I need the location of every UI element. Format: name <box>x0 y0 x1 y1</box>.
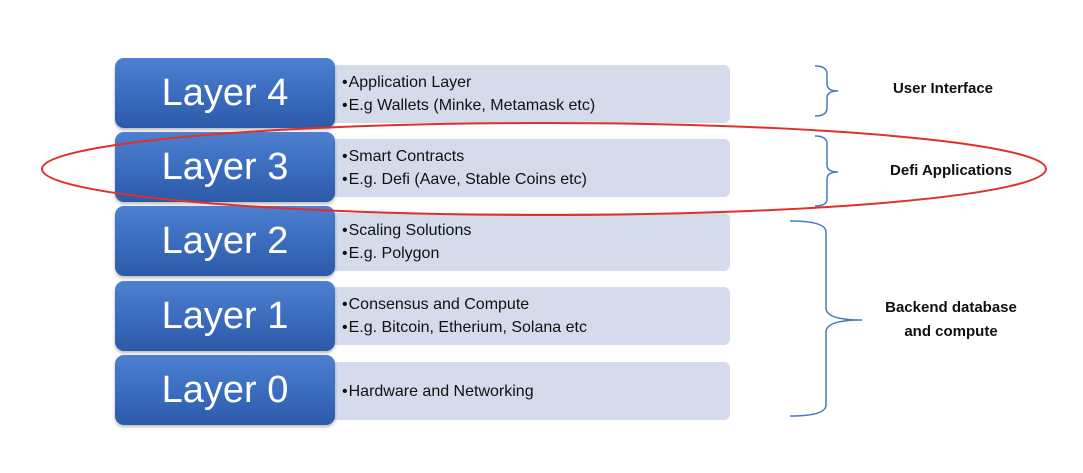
layer-3-box: Layer 3 <box>115 132 335 202</box>
layer-1-box: Layer 1 <box>115 281 335 351</box>
brace-user-interface <box>814 65 839 117</box>
bullet-mark: • <box>342 148 348 165</box>
bullet-item: •E.g. Defi (Aave, Stable Coins etc) <box>342 168 730 191</box>
bullet-mark: • <box>342 382 348 400</box>
bullet-text: Application Layer <box>348 74 472 91</box>
group-label-defi-applications: Defi Applications <box>890 162 1012 179</box>
bullet-mark: • <box>342 222 348 239</box>
bullet-text: E.g. Defi (Aave, Stable Coins etc) <box>348 171 587 188</box>
bullet-text: Hardware and Networking <box>348 382 534 400</box>
bullet-item: •E.g Wallets (Minke, Metamask etc) <box>342 94 730 117</box>
group-label-backend: Backend database and compute <box>866 296 1036 344</box>
bullet-text: E.g. Bitcoin, Etherium, Solana etc <box>348 319 587 336</box>
layer-1-description: •Consensus and Compute •E.g. Bitcoin, Et… <box>320 287 730 345</box>
layer-4-description: •Application Layer •E.g Wallets (Minke, … <box>320 65 730 123</box>
layer-2-box: Layer 2 <box>115 206 335 276</box>
group-label-backend-line2: and compute <box>904 323 998 340</box>
layer-4-box: Layer 4 <box>115 58 335 128</box>
bullet-item: •Application Layer <box>342 71 730 94</box>
brace-defi-applications <box>814 135 839 207</box>
bullet-mark: • <box>342 245 348 262</box>
bullet-text: Smart Contracts <box>348 148 465 165</box>
bullet-text: Consensus and Compute <box>348 296 530 313</box>
bullet-text: Scaling Solutions <box>348 222 472 239</box>
bullet-item: •Smart Contracts <box>342 145 730 168</box>
bullet-item: •Hardware and Networking <box>342 380 730 403</box>
bullet-text: E.g Wallets (Minke, Metamask etc) <box>348 97 596 114</box>
layer-3-description: •Smart Contracts •E.g. Defi (Aave, Stabl… <box>320 139 730 197</box>
bullet-item: •E.g. Bitcoin, Etherium, Solana etc <box>342 316 730 339</box>
bullet-mark: • <box>342 97 348 114</box>
bullet-text: E.g. Polygon <box>348 245 440 262</box>
layer-2-description: •Scaling Solutions •E.g. Polygon <box>320 213 730 271</box>
bullet-item: •E.g. Polygon <box>342 242 730 265</box>
bullet-mark: • <box>342 74 348 91</box>
layer-0-description: •Hardware and Networking <box>320 362 730 420</box>
brace-backend <box>789 220 863 417</box>
bullet-mark: • <box>342 171 348 188</box>
bullet-item: •Scaling Solutions <box>342 219 730 242</box>
bullet-item: •Consensus and Compute <box>342 293 730 316</box>
layer-0-box: Layer 0 <box>115 355 335 425</box>
group-label-backend-line1: Backend database <box>885 299 1017 316</box>
bullet-mark: • <box>342 296 348 313</box>
bullet-mark: • <box>342 319 348 336</box>
group-label-user-interface: User Interface <box>892 80 994 97</box>
highlight-ellipse <box>41 122 1047 216</box>
